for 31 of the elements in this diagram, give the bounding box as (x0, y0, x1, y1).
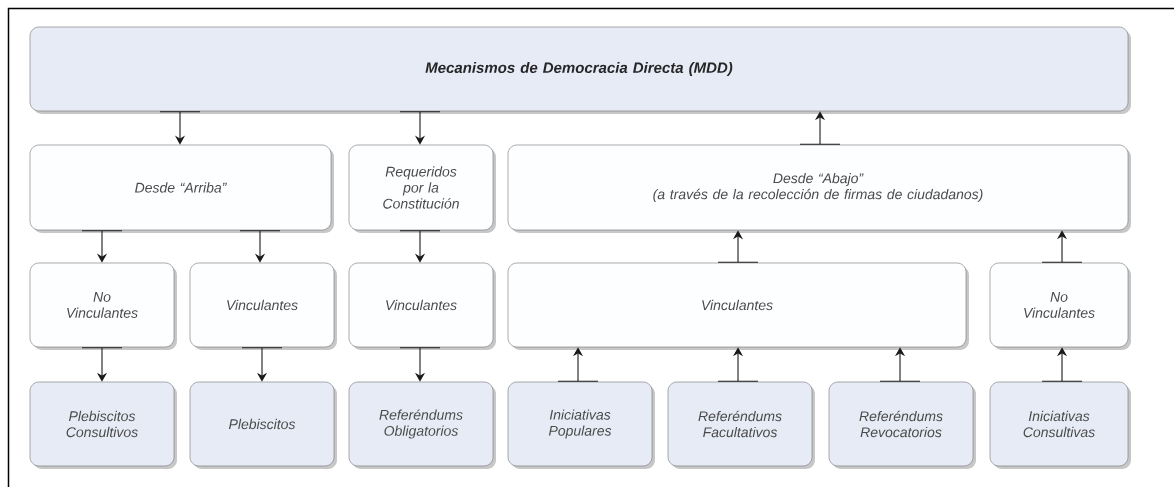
mechanism-box: Referéndums Facultativos (667, 381, 815, 469)
mechanism-box: Plebiscitos (189, 381, 337, 469)
type-box: No Vinculantes (29, 262, 177, 350)
arrow (399, 347, 441, 382)
type-box: Vinculantes (348, 262, 496, 350)
mechanism-box: Referéndums Obligatorios (348, 381, 496, 469)
arrow (399, 230, 441, 263)
arrow (557, 347, 599, 382)
arrow (717, 347, 759, 382)
category-box: Desde “Abajo” (a través de la recolección de firmas de ciudadanos) (507, 144, 1131, 233)
arrow (399, 111, 441, 145)
arrow (241, 347, 283, 382)
type-box: Vinculantes (507, 262, 969, 350)
title-box: Mecanismos de Democracia Directa (MDD) (29, 26, 1131, 114)
mechanism-box: Plebiscitos Consultivos (29, 381, 177, 469)
arrow (879, 347, 921, 382)
arrow (239, 230, 281, 263)
category-box: Desde “Arriba” (29, 144, 334, 233)
arrow (81, 230, 123, 263)
category-box: Requeridos por la Constitución (348, 144, 496, 233)
arrow (1041, 347, 1083, 382)
arrow (799, 111, 841, 145)
mechanism-box: Iniciativas Consultivas (989, 381, 1131, 469)
arrow (159, 111, 201, 145)
mechanism-box: Referéndums Revocatorios (828, 381, 976, 469)
mechanism-box: Iniciativas Populares (507, 381, 655, 469)
type-box: No Vinculantes (989, 262, 1131, 350)
arrow (81, 347, 123, 382)
arrow (1041, 230, 1083, 263)
type-box: Vinculantes (189, 262, 337, 350)
arrow (717, 230, 759, 263)
